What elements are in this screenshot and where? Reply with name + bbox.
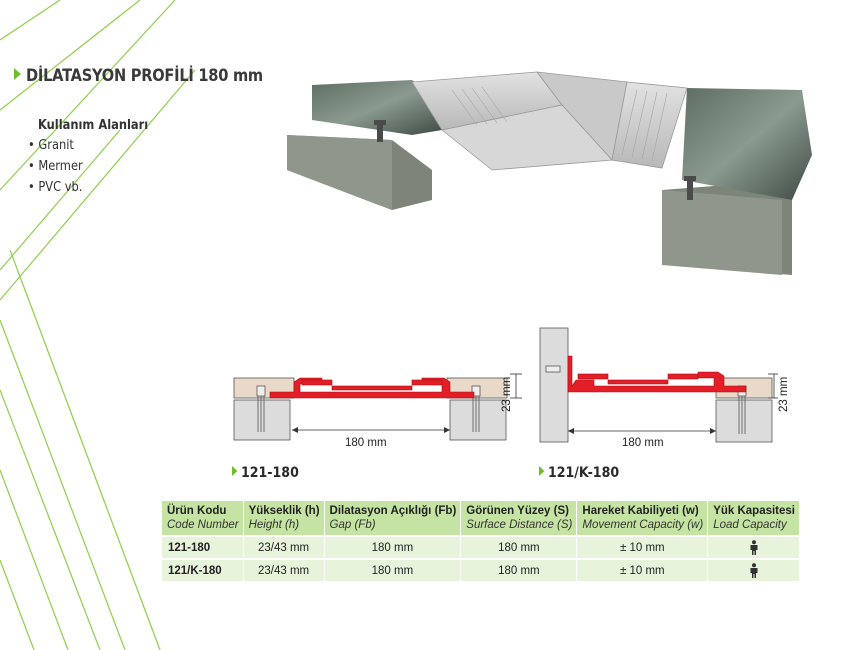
header-tr: Yükseklik (h) (248, 505, 320, 517)
person-icon (750, 563, 758, 578)
page-title-text: DİLATASYON PROFİLİ 180 mm (26, 66, 263, 86)
header-tr: Yük Kapasitesi (713, 505, 796, 517)
header-tr: Görünen Yüzey (S) (466, 505, 569, 517)
person-icon (750, 540, 758, 555)
cell-load (707, 535, 800, 559)
header-en: Height (h) (248, 519, 300, 531)
header-tr: Hareket Kabiliyeti (w) (582, 505, 699, 517)
section-code-text: 121/K-180 (548, 465, 620, 481)
cell-gap: 180 mm (323, 558, 461, 581)
table-row: 121-180 23/43 mm 180 mm 180 mm ± 10 mm (162, 535, 800, 559)
section-code-label-2: 121/K-180 (539, 465, 619, 481)
cell-height: 23/43 mm (242, 535, 325, 559)
usage-item: Mermer (28, 159, 82, 180)
header-en: Gap (Fb) (329, 519, 376, 531)
header-en: Load Capacity (713, 519, 787, 531)
section-drawing-121-K-180 (539, 327, 778, 443)
width-label-1: 180 mm (345, 437, 387, 449)
table-row: 121/K-180 23/43 mm 180 mm 180 mm ± 10 mm (162, 558, 800, 581)
header-tr: Dilatasyon Açıklığı (Fb) (329, 505, 457, 517)
bullet-triangle-icon (232, 466, 238, 476)
usage-list: Granit Mermer PVC vb. (28, 138, 90, 201)
header-en: Surface Distance (S) (466, 519, 573, 531)
section-drawing-121-180 (233, 373, 522, 441)
cell-movement: ± 10 mm (576, 535, 708, 559)
usage-item: PVC vb. (28, 180, 83, 201)
header-height: Yükseklik (h) Height (h) (242, 501, 325, 536)
width-label-2: 180 mm (622, 437, 664, 449)
cell-movement: ± 10 mm (576, 558, 708, 581)
cell-surface: 180 mm (460, 535, 577, 559)
header-en: Code Number (167, 519, 239, 531)
height-label-1: 23 mm (501, 376, 513, 412)
cell-gap: 180 mm (323, 535, 461, 559)
height-label-2: 23 mm (778, 376, 790, 412)
cell-surface: 180 mm (460, 558, 577, 581)
usage-heading: Kullanım Alanları (38, 118, 149, 133)
page-title: DİLATASYON PROFİLİ 180 mm (14, 66, 263, 86)
product-render-image (287, 71, 812, 275)
header-surface: Görünen Yüzey (S) Surface Distance (S) (460, 501, 577, 536)
cell-code: 121/K-180 (162, 558, 244, 581)
header-gap: Dilatasyon Açıklığı (Fb) Gap (Fb) (323, 501, 461, 536)
header-en: Movement Capacity (w) (582, 519, 704, 531)
bullet-triangle-icon (14, 68, 21, 80)
section-code-text: 121-180 (241, 465, 299, 481)
header-movement: Hareket Kabiliyeti (w) Movement Capacity … (576, 501, 708, 536)
cell-code: 121-180 (162, 535, 244, 559)
bullet-triangle-icon (539, 466, 545, 476)
usage-item: Granit (28, 138, 83, 159)
section-code-label-1: 121-180 (232, 465, 299, 481)
cell-load (707, 558, 800, 581)
cell-height: 23/43 mm (242, 558, 325, 581)
header-tr: Ürün Kodu (167, 505, 227, 517)
